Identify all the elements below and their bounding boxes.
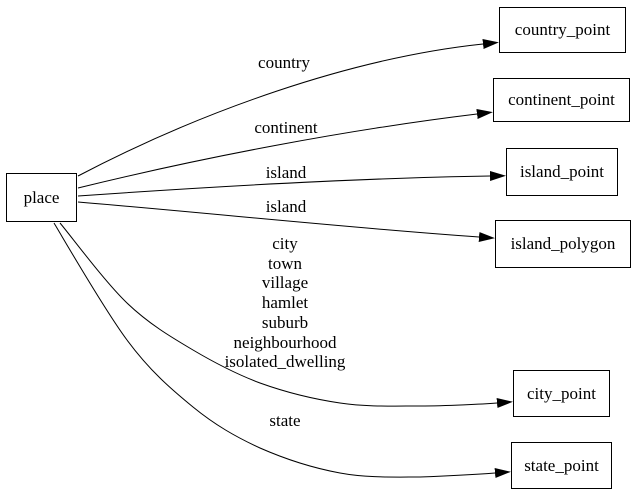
edge-place-to-continent_point: [77, 109, 493, 189]
node-city_point: city_point: [513, 370, 610, 417]
edge-label-line: neighbourhood: [233, 332, 337, 352]
edge-label-place-to-island_point: island: [266, 163, 307, 183]
edge-label-line: country: [258, 53, 310, 73]
edge-place-to-state_point: [53, 222, 511, 478]
node-label: state_point: [524, 455, 599, 475]
edges-group: [53, 39, 513, 478]
node-label: continent_point: [508, 90, 615, 109]
node-continent_point: continent_point: [493, 78, 630, 122]
edge-label-place-to-island_polygon: island: [266, 197, 307, 217]
edge-label-place-to-state_point: state: [269, 411, 300, 431]
edge-place-to-island_polygon: [77, 201, 495, 242]
node-state_point: state_point: [511, 442, 612, 489]
node-label: country_point: [514, 20, 611, 39]
node-label: island_polygon: [510, 234, 616, 253]
node-island_point: island_point: [506, 148, 618, 196]
edge-label-line: isolated_dwelling: [224, 352, 346, 372]
edge-label-line: village: [261, 273, 309, 293]
node-place: place: [6, 173, 77, 222]
edge-label-line: city: [272, 234, 298, 254]
edge-label-line: continent: [254, 118, 318, 138]
edge-label-line: hamlet: [261, 293, 309, 313]
edge-label-line: island: [265, 163, 307, 183]
edge-place-to-country_point: [77, 39, 499, 177]
edge-label-line: town: [268, 253, 302, 273]
edge-place-to-city_point: [59, 222, 513, 408]
edge-label-line: island: [265, 197, 307, 217]
node-island_polygon: island_polygon: [495, 220, 631, 268]
edge-label-line: state: [269, 411, 301, 431]
edge-label-place-to-continent_point: continent: [254, 118, 317, 138]
edge-label-place-to-country_point: country: [258, 53, 310, 73]
node-country_point: country_point: [499, 7, 626, 53]
edge-place-to-island_point: [77, 171, 506, 197]
node-label: island_point: [519, 162, 605, 181]
node-label: place: [23, 187, 60, 207]
node-label: city_point: [527, 383, 596, 403]
edge-label-line: suburb: [261, 312, 309, 332]
